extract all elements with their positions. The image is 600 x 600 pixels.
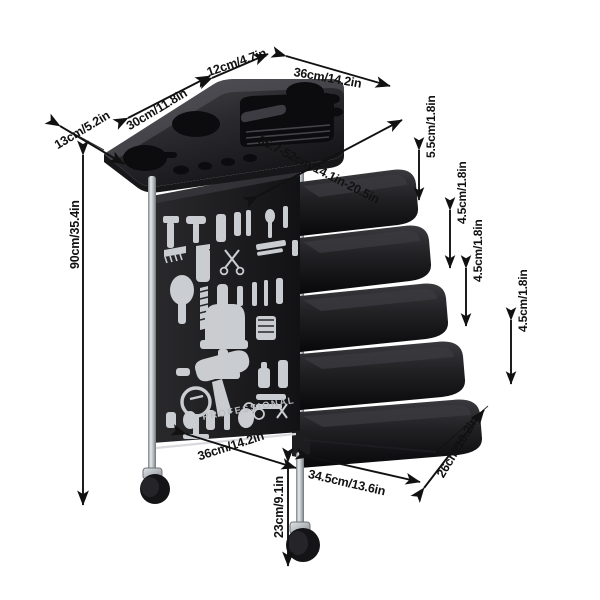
- tray-2: [300, 341, 466, 410]
- dim-label-tray-gap-2: 4.5cm/1.8in: [455, 161, 469, 224]
- caster-left: [140, 440, 170, 504]
- dimension-lines: [44, 46, 517, 567]
- tray-4: [300, 225, 432, 294]
- tray-5: [300, 169, 419, 236]
- dim-label-tray-gap-1: 5.5cm/1.8in: [424, 95, 438, 158]
- dim-label-tray-gap-3: 4.5cm/1.8in: [471, 219, 485, 282]
- dim-label-total-height: 90cm/35.4in: [68, 200, 82, 269]
- tray-3: [300, 283, 449, 352]
- leg-front: [148, 176, 156, 470]
- dim-label-clearance: 23cm/9.1in: [272, 476, 286, 538]
- graphic-side-panel: PROFESSIONAL: [152, 168, 300, 443]
- dim-label-tray-gap-4: 4.5cm/1.8in: [516, 269, 530, 332]
- top-organizer-tray: [104, 79, 344, 193]
